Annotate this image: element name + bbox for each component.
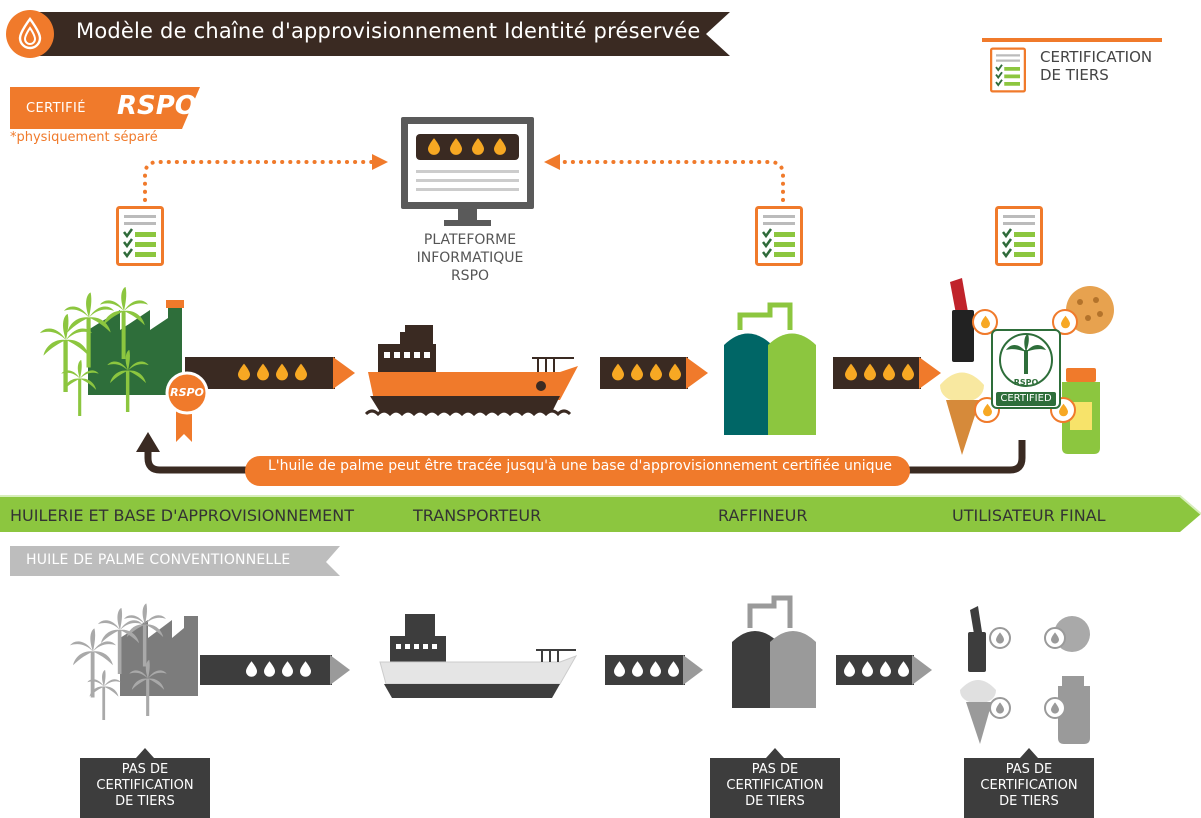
no-cert-label: PAS DE CERTIFICATION DE TIERS bbox=[980, 762, 1078, 809]
physically-separated-note: *physiquement séparé bbox=[10, 130, 158, 145]
page-title: Modèle de chaîne d'approvisionnement Ide… bbox=[76, 19, 701, 43]
no-cert-label: PAS DE CERTIFICATION DE TIERS bbox=[96, 762, 194, 809]
no-cert-callout-end-user: PAS DE CERTIFICATION DE TIERS bbox=[964, 748, 1094, 818]
stage-band bbox=[0, 495, 1201, 532]
oil-drop-icon bbox=[6, 10, 54, 58]
rspo-badge-text: RSPO bbox=[170, 386, 204, 399]
no-cert-callout-refiner: PAS DE CERTIFICATION DE TIERS bbox=[710, 748, 840, 818]
monitor-icon bbox=[401, 117, 534, 226]
certified-prefix: CERTIFIÉ bbox=[26, 101, 86, 116]
rspo-certified-seal bbox=[991, 329, 1061, 409]
refinery bbox=[724, 302, 816, 435]
conventional-banner bbox=[10, 546, 340, 576]
stage-mill: HUILERIE ET BASE D'APPROVISIONNEMENT bbox=[10, 506, 354, 525]
platform-label: PLATEFORME INFORMATIQUE RSPO bbox=[416, 232, 524, 284]
legend-label: CERTIFICATION DE TIERS bbox=[1040, 48, 1153, 84]
rspo-rosette bbox=[165, 371, 209, 442]
conventional-products bbox=[960, 606, 1090, 744]
palm-mill bbox=[40, 287, 184, 416]
trace-back-arrow bbox=[136, 432, 1026, 486]
trace-message: L'huile de palme peut être tracée jusqu'… bbox=[267, 458, 893, 474]
stage-end-user: UTILISATEUR FINAL bbox=[952, 506, 1106, 525]
rspo-brand: RSPO bbox=[117, 91, 197, 121]
conventional-mill bbox=[70, 603, 198, 720]
stage-refiner: RAFFINEUR bbox=[718, 506, 808, 525]
conventional-label: HUILE DE PALME CONVENTIONNELLE bbox=[26, 552, 291, 568]
seal-brand-text: RSPO bbox=[1013, 378, 1039, 387]
conventional-refinery bbox=[732, 595, 816, 708]
title-banner bbox=[28, 12, 730, 56]
certified-banner bbox=[10, 87, 200, 129]
no-cert-callout-mill: PAS DE CERTIFICATION DE TIERS bbox=[80, 748, 210, 818]
no-cert-label: PAS DE CERTIFICATION DE TIERS bbox=[726, 762, 824, 809]
pipe-mill-to-ship bbox=[185, 357, 355, 389]
legend-divider bbox=[982, 38, 1162, 42]
conventional-ship bbox=[379, 614, 578, 698]
stage-transporter: TRANSPORTEUR bbox=[413, 506, 542, 525]
ship bbox=[364, 325, 578, 417]
certified-seal-text: CERTIFIED bbox=[1000, 393, 1052, 404]
